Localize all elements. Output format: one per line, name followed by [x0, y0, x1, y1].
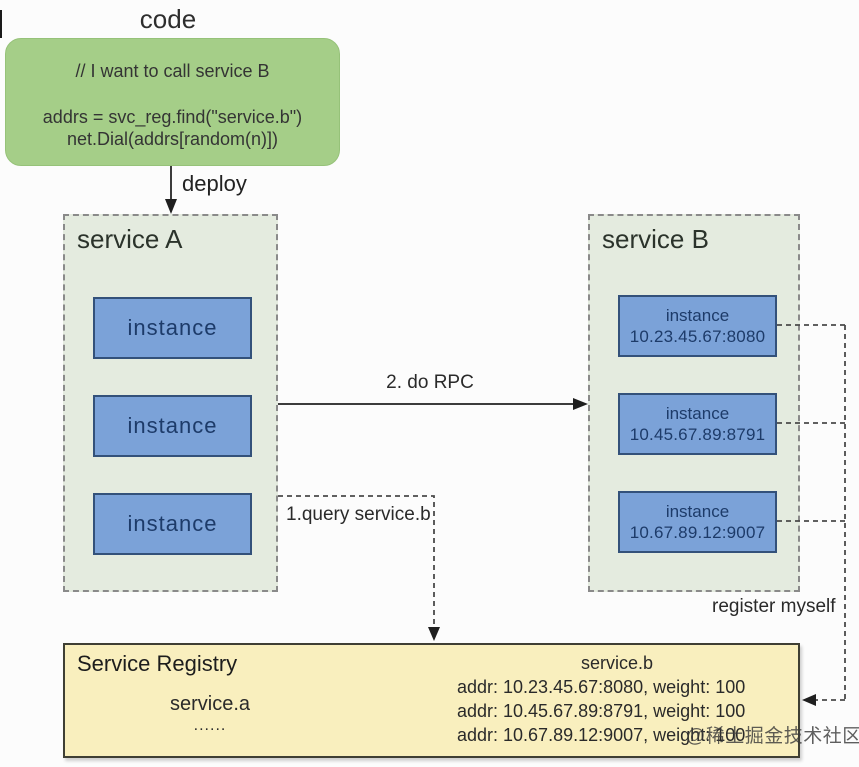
instance-label: instance	[127, 511, 218, 536]
register-arrow-label: register myself	[712, 596, 836, 617]
deploy-arrow-label: deploy	[182, 171, 247, 196]
deploy-arrowhead	[165, 199, 177, 214]
registry-ellipsis: ......	[193, 717, 227, 734]
service-a-title: service A	[77, 224, 183, 254]
registry-addr-entry-1: addr: 10.23.45.67:8080, weight: 100	[457, 677, 746, 697]
instance-label: instance	[127, 315, 218, 340]
register-arrowhead	[802, 694, 816, 706]
instance-address: 10.45.67.89:8791	[629, 425, 766, 444]
code-line-find: addrs = svc_reg.find("service.b")	[42, 107, 303, 127]
code-comment-line: // I want to call service B	[75, 61, 270, 81]
instance-label: instance	[127, 413, 218, 438]
rpc-arrowhead	[573, 398, 588, 410]
registry-addr-entry-3: addr: 10.67.89.12:9007, weight: 100	[457, 725, 746, 745]
service-a-instance-1: instance	[93, 297, 252, 359]
instance-label: instance	[665, 306, 730, 325]
service-registry-box: Service Registry service.a ...... servic…	[63, 643, 800, 758]
instance-label: instance	[665, 404, 730, 423]
service-b-container: service B instance 10.23.45.67:8080 inst…	[588, 214, 800, 592]
service-b-title: service B	[602, 224, 709, 254]
registry-service-a-entry: service.a	[169, 693, 251, 715]
instance-address: 10.67.89.12:9007	[629, 523, 766, 542]
rpc-arrow-label: 2. do RPC	[386, 372, 474, 393]
code-box-title: code	[139, 4, 197, 34]
instance-address: 10.23.45.67:8080	[629, 327, 766, 346]
instance-label: instance	[665, 502, 730, 521]
registry-addr-entry-2: addr: 10.45.67.89:8791, weight: 100	[457, 701, 746, 721]
service-a-container: service A instance instance instance	[63, 214, 278, 592]
service-registry-title: Service Registry	[77, 651, 238, 676]
service-b-instance-1: instance 10.23.45.67:8080	[618, 295, 777, 357]
watermark-text: @稀土掘金技术社区	[686, 726, 859, 747]
registry-service-b-entry: service.b	[580, 653, 654, 673]
registry-service-b-block: service.b addr: 10.23.45.67:8080, weight…	[457, 651, 777, 747]
code-box: // I want to call service B addrs = svc_…	[5, 38, 340, 166]
service-b-instance-3: instance 10.67.89.12:9007	[618, 491, 777, 553]
service-a-instance-3: instance	[93, 493, 252, 555]
code-line-dial: net.Dial(addrs[random(n)])	[66, 129, 279, 149]
service-a-instance-2: instance	[93, 395, 252, 457]
query-arrowhead	[428, 627, 440, 641]
service-b-instance-2: instance 10.45.67.89:8791	[618, 393, 777, 455]
screen-edge-artifact	[0, 10, 2, 38]
query-arrow-label: 1.query service.b	[286, 504, 431, 525]
